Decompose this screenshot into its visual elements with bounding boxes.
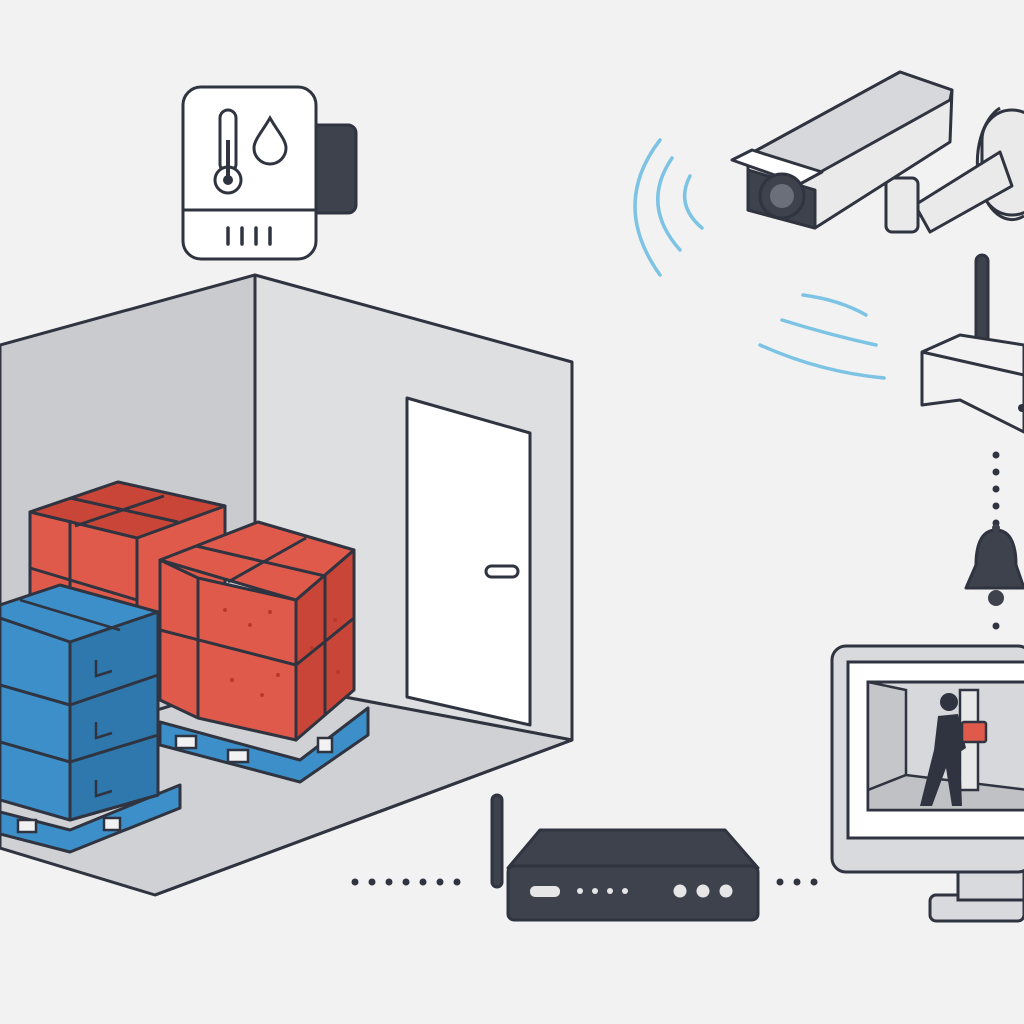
monitor-camera-feed	[866, 680, 1024, 812]
intruder-figure-icon	[920, 693, 988, 806]
gateway-right-connector	[776, 878, 818, 886]
door-handle	[484, 564, 520, 579]
security-camera-icon[interactable]	[730, 70, 1024, 234]
monitor-icon[interactable]	[830, 644, 1024, 923]
camera-mount	[884, 106, 1024, 234]
camera-lens	[758, 172, 806, 220]
wireless-access-point-icon[interactable]	[920, 253, 1024, 434]
red-box-pallet	[158, 520, 370, 784]
gateway-ports	[673, 884, 733, 898]
gateway-status-bar	[530, 886, 560, 897]
storage-door-icon[interactable]	[405, 396, 532, 727]
gateway-leds	[577, 888, 628, 894]
thermometer-icon	[213, 108, 243, 195]
gateway-left-connector	[351, 878, 461, 886]
humidity-droplet-icon	[252, 114, 288, 166]
sensor-vents	[226, 226, 272, 246]
temperature-humidity-sensor-icon[interactable]	[181, 85, 358, 261]
access-point-signal-waves	[758, 293, 886, 380]
network-gateway-icon[interactable]	[490, 793, 760, 922]
camera-signal-waves	[633, 138, 704, 277]
blue-box-pallet	[0, 583, 182, 854]
alarm-bell-icon[interactable]	[964, 524, 1024, 606]
